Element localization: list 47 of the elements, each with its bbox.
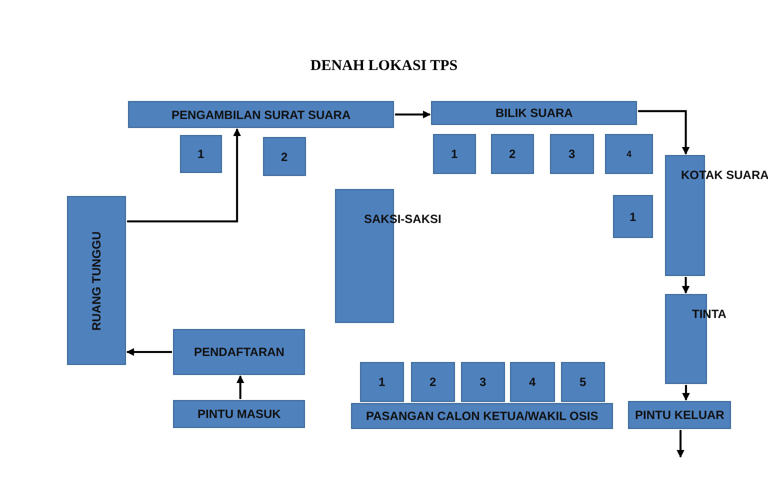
station-box [173,329,305,375]
arrow [682,385,690,401]
arrow [638,110,690,155]
booth-box [605,134,653,174]
area-label: 4 [529,375,536,389]
area-label: PENGAMBILAN SURAT SUARA [172,108,351,122]
area-label: PASANGAN CALON KETUA/WAKIL OSIS [366,409,598,423]
area-label: PINTU MASUK [198,407,281,421]
area-label: PINTU KELUAR [635,408,724,422]
table-box [263,137,306,176]
area-label: 4 [626,149,632,159]
table-box [180,135,222,173]
area-label: RUANG TUNGGU [90,230,104,330]
arrow [682,277,690,294]
area-label: 2 [430,375,436,389]
candidate-box [461,362,505,402]
area-label: 1 [630,210,636,224]
arrow [127,128,242,222]
area-label: BILIK SUARA [496,106,573,120]
area-label: 2 [281,150,288,164]
area-label: 3 [480,375,486,389]
arrow [236,375,244,399]
arrow [676,430,685,458]
area-label: PENDAFTARAN [194,345,284,359]
candidate-box [411,362,455,402]
room-box [67,196,126,365]
area-label: 5 [580,375,586,389]
area-label: 2 [509,147,516,161]
booth-box [550,134,594,174]
area-label: 1 [451,147,458,161]
station-box [128,101,394,128]
arrow [395,110,431,118]
arrow [126,348,172,356]
diagram-title: DENAH LOKASI TPS [309,58,459,75]
booth-box [491,134,534,174]
table-box [613,195,653,238]
candidate-box [360,362,404,402]
area-label: 1 [378,375,386,389]
exit-box [628,401,731,429]
candidate-box [510,362,555,402]
area-label: 3 [568,147,576,161]
entrance-box [173,400,305,428]
station-box [431,101,637,125]
candidate-box [561,362,605,402]
candidate-bar [351,403,613,429]
area-label: 1 [198,147,204,161]
booth-box [433,134,476,174]
